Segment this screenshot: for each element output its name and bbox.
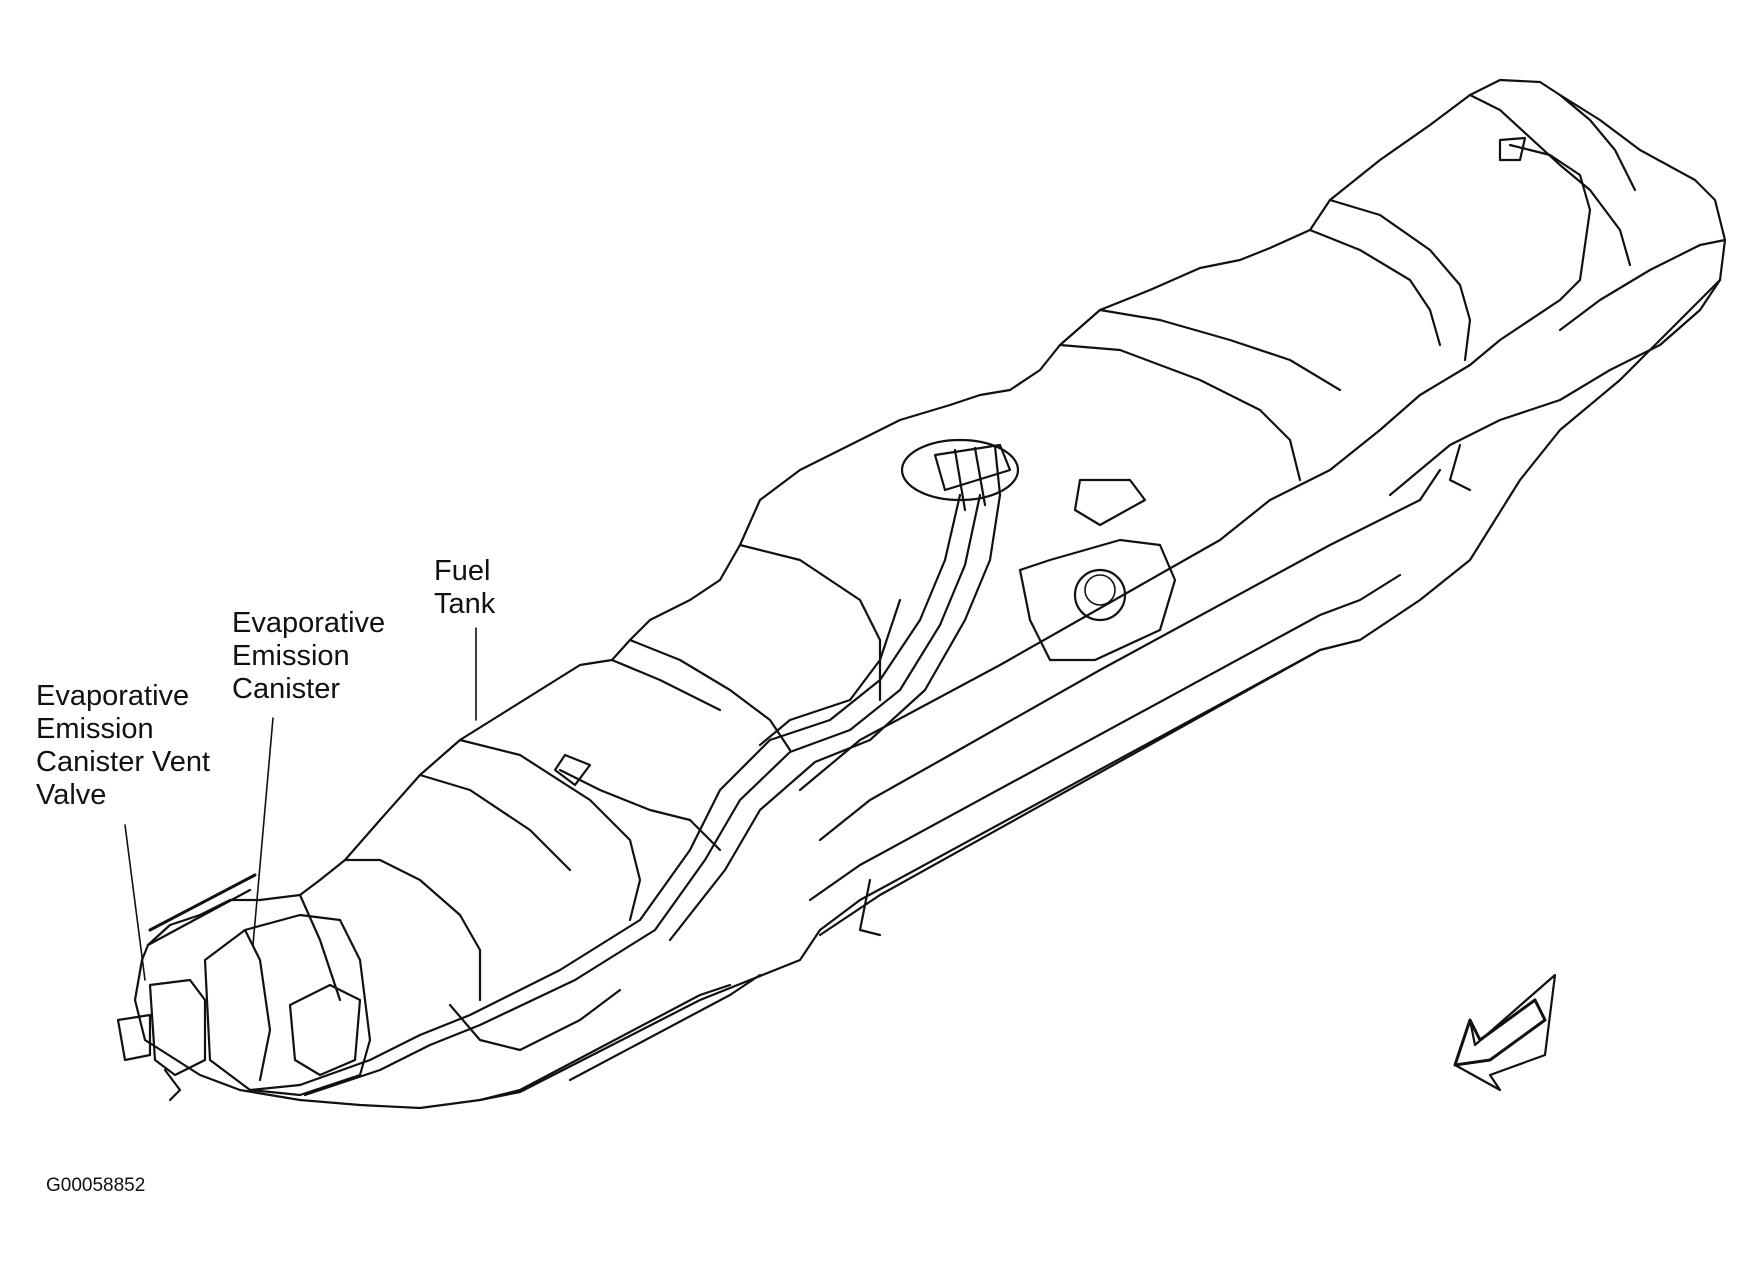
leader-evap-vent-valve [124,824,146,981]
label-evap-canister: Evaporative Emission Canister [232,607,386,705]
evap-vent-valve-drawing [116,978,207,1102]
label-fuel-tank: Fuel Tank [434,555,496,620]
pump-module-drawing [900,438,1177,662]
leader-lines [124,627,477,981]
figure-id: G00058852 [46,1175,146,1196]
front-arrow-icon [1453,973,1557,1092]
fuel-lines-drawing [248,136,1592,1097]
leader-evap-canister [252,717,274,946]
label-evap-vent-valve: Evaporative Emission Canister Vent Valve [36,680,211,811]
fuel-tank-body [133,78,1727,1110]
